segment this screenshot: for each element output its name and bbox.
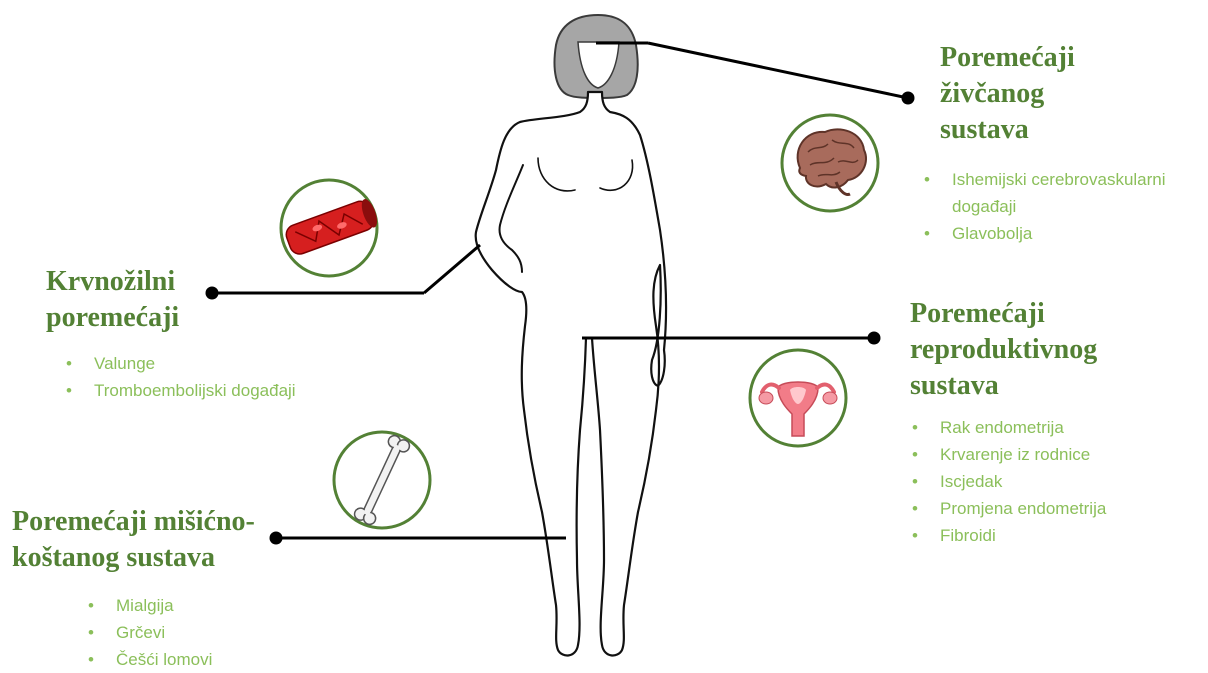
connector-musculoskeletal [270, 532, 567, 545]
bone-icon [334, 432, 430, 528]
list-item: Krvarenje iz rodnice [912, 441, 1192, 468]
head [555, 15, 638, 98]
list-item: Promjena endometrija [912, 495, 1192, 522]
musculoskeletal-list: Mialgija Grčevi Češći lomovi [88, 592, 288, 673]
nervous-heading-line: sustava [940, 112, 1075, 148]
blood-vessel-icon [281, 180, 380, 276]
list-item: Rak endometrija [912, 414, 1192, 441]
nervous-list: Ishemijski cerebrovaskularni događaji Gl… [924, 166, 1194, 247]
nervous-heading-line: živčanog [940, 76, 1075, 112]
list-item: Valunge [66, 350, 366, 377]
brain-icon [782, 115, 878, 211]
vascular-heading-line: poremećaji [46, 300, 179, 336]
musculoskeletal-heading-line: koštanog sustava [12, 540, 255, 576]
musculoskeletal-heading: Poremećaji mišićno- koštanog sustava [12, 504, 255, 576]
vascular-heading: Krvnožilni poremećaji [46, 264, 179, 336]
list-item: Glavobolja [924, 220, 1194, 247]
list-item: Češći lomovi [88, 646, 288, 673]
list-item: Iscjedak [912, 468, 1192, 495]
reproductive-heading-line: reproduktivnog [910, 332, 1097, 368]
reproductive-heading-line: sustava [910, 368, 1097, 404]
list-item: Tromboembolijski događaji [66, 377, 366, 404]
vascular-heading-line: Krvnožilni [46, 264, 179, 300]
list-item: Ishemijski cerebrovaskularni događaji [924, 166, 1194, 220]
reproductive-list: Rak endometrija Krvarenje iz rodnice Isc… [912, 414, 1192, 549]
vascular-list: Valunge Tromboembolijski događaji [66, 350, 366, 404]
list-item: Grčevi [88, 619, 288, 646]
nervous-heading-line: Poremećaji [940, 40, 1075, 76]
connector-nervous [596, 43, 915, 105]
body-silhouette [476, 92, 666, 655]
nervous-heading: Poremećaji živčanog sustava [940, 40, 1075, 148]
reproductive-heading-line: Poremećaji [910, 296, 1097, 332]
reproductive-heading: Poremećaji reproduktivnog sustava [910, 296, 1097, 404]
list-item: Fibroidi [912, 522, 1192, 549]
musculoskeletal-heading-line: Poremećaji mišićno- [12, 504, 255, 540]
uterus-icon [750, 350, 846, 446]
list-item: Mialgija [88, 592, 288, 619]
